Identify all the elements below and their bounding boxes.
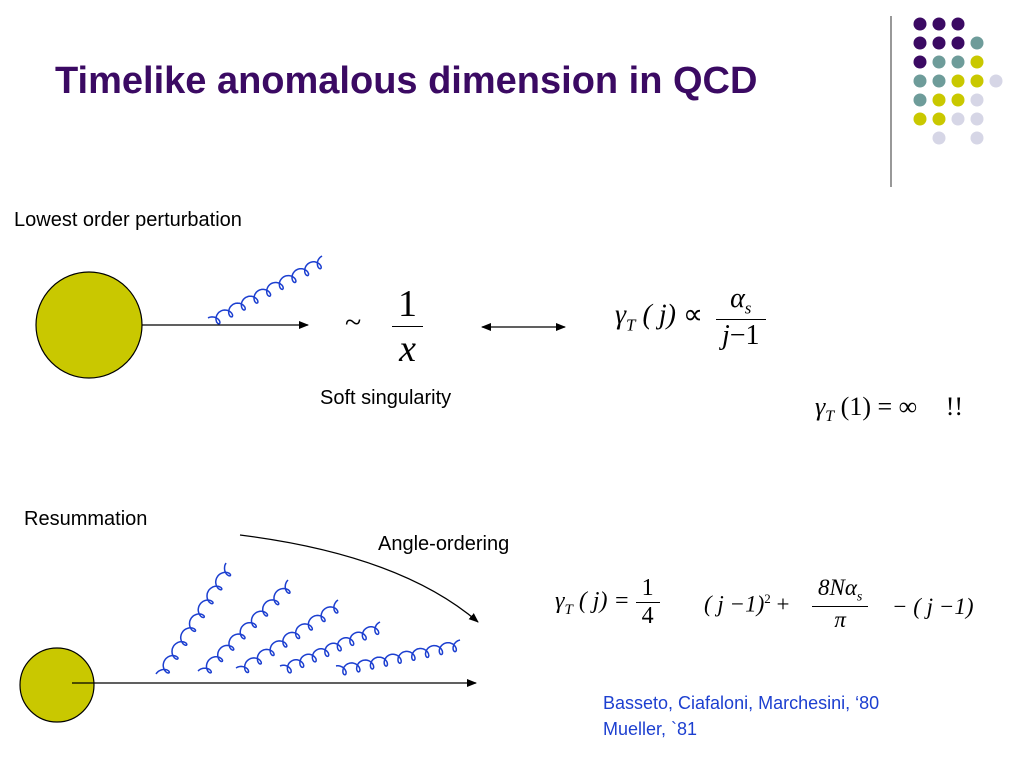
decor-dot (932, 55, 946, 69)
one-over-x-fraction: 1 x (392, 282, 423, 371)
decor-dot (970, 36, 984, 50)
angle-ordering-label: Angle-ordering (378, 533, 510, 555)
gamma-symbol: γ (615, 299, 627, 331)
alpha-subscript: s (856, 589, 863, 605)
gluon-spring (235, 599, 339, 674)
eightN-alpha: 8Nα (818, 575, 857, 600)
squared-term: ( j −1) (704, 591, 765, 617)
resummed-gamma-formula: γT ( j) = 1 4 (555, 575, 660, 630)
equals-infinity: = ∞ (877, 392, 918, 421)
alpha-subscript: s (744, 298, 752, 318)
minus-term: − ( j −1) (892, 594, 974, 619)
gluon-spring (207, 255, 323, 325)
decor-dot (913, 74, 927, 88)
quarter-denominator: 4 (635, 602, 660, 630)
exclamation-marks: !! (945, 392, 964, 421)
eightN-alpha-over-pi: 8Nαs π (812, 575, 869, 633)
citation-basseto: Basseto, Ciafaloni, Marchesini, ‘80 (603, 693, 880, 713)
fraction-denominator: x (392, 326, 423, 371)
decor-dot (913, 93, 927, 107)
decor-dot (989, 74, 1003, 88)
lowest-order-heading: Lowest order perturbation (14, 209, 242, 231)
decor-dot (970, 112, 984, 126)
parton-blob (19, 647, 95, 723)
square-exponent: 2 (764, 591, 771, 606)
gluon-spring (279, 621, 381, 674)
decor-dot (970, 93, 984, 107)
decor-dot (951, 17, 965, 31)
quarter-numerator: 1 (641, 575, 654, 601)
slide-title: Timelike anomalous dimension in QCD (55, 60, 758, 102)
gamma-subscript: T (626, 315, 636, 335)
gluon-spring (335, 639, 461, 676)
gamma-subscript: T (825, 408, 835, 426)
citation-mueller: Mueller, `81 (603, 719, 698, 739)
resummation-heading: Resummation (24, 508, 148, 530)
gamma-argument: ( j) (642, 299, 676, 331)
decor-dot (951, 55, 965, 69)
decor-dot (913, 55, 927, 69)
square-root-body: ( j −1)2 + (704, 591, 789, 618)
decor-dot (970, 131, 984, 145)
decor-dot (951, 93, 965, 107)
decor-dot (932, 112, 946, 126)
gamma-symbol: γ (815, 392, 826, 421)
proportional-symbol: ∝ (682, 299, 703, 331)
gamma-proportional-formula: γT ( j) ∝ αs j−1 (615, 283, 766, 352)
decor-dot (932, 36, 946, 50)
decor-dot (913, 36, 927, 50)
fraction-numerator: 1 (398, 283, 417, 325)
tilde-symbol: ~ (345, 306, 362, 339)
pi-symbol: π (812, 605, 869, 633)
decor-dot (932, 93, 946, 107)
decor-dot (932, 17, 946, 31)
gamma-argument: ( j) = (578, 588, 630, 615)
gluon-spring (155, 562, 232, 675)
decor-dot (970, 55, 984, 69)
decor-dot (913, 112, 927, 126)
decor-dot (951, 112, 965, 126)
gamma-subscript: T (564, 601, 573, 618)
gamma-symbol: γ (555, 588, 565, 615)
decor-dot (970, 74, 984, 88)
plus-sign: + (776, 591, 790, 617)
alpha-symbol: α (730, 283, 745, 314)
decor-dot (951, 36, 965, 50)
decor-dot (932, 74, 946, 88)
decor-dot (932, 131, 946, 145)
gluon-spring (197, 579, 291, 674)
decor-dot (951, 74, 965, 88)
soft-singularity-label: Soft singularity (320, 387, 452, 409)
gamma-one-equals-infinity: γT (1) = ∞ !! (815, 392, 963, 426)
denominator-j: j (721, 319, 730, 351)
denominator-minus-one: −1 (729, 319, 760, 351)
gamma-argument-one: (1) (840, 392, 871, 421)
angle-ordering-arrow (239, 534, 479, 623)
decor-dot (913, 17, 927, 31)
parton-blob (35, 271, 143, 379)
